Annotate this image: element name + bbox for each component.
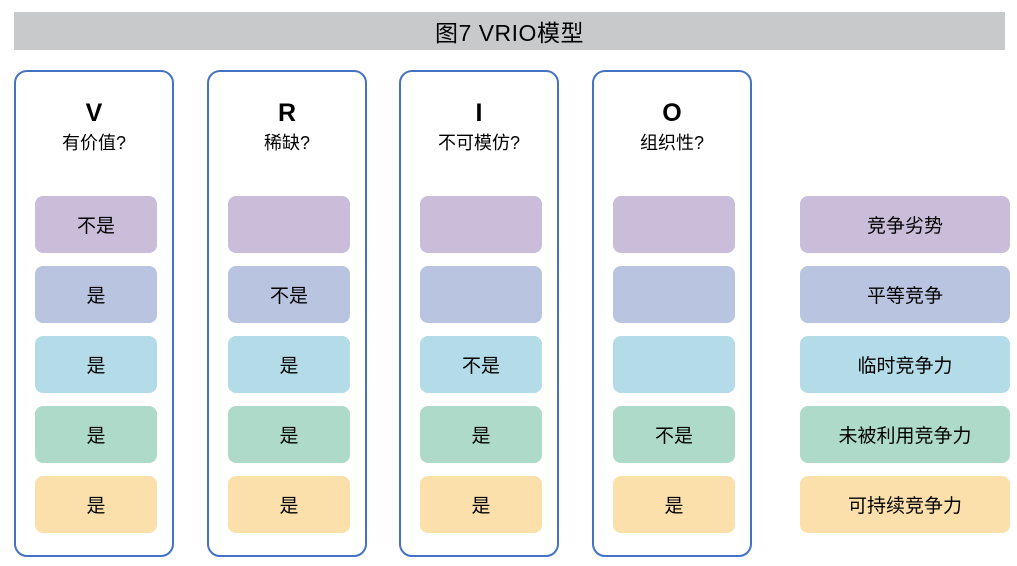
answer-cell[interactable]: 是 [35, 266, 157, 323]
cell-stack-o: 不是 是 [613, 196, 735, 533]
criteria-column-v: V 有价值? 不是 是 是 是 是 [14, 70, 174, 557]
outcome-box[interactable]: 临时竞争力 [800, 336, 1010, 393]
answer-cell[interactable] [613, 196, 735, 253]
answer-cell[interactable]: 是 [228, 406, 350, 463]
column-letter-i: I [475, 99, 483, 127]
outcome-box[interactable]: 平等竞争 [800, 266, 1010, 323]
cell-stack-r: 不是 是 是 是 [228, 196, 350, 533]
criteria-column-o: O 组织性? 不是 是 [592, 70, 752, 557]
outcome-box[interactable]: 未被利用竞争力 [800, 406, 1010, 463]
answer-cell[interactable] [228, 196, 350, 253]
answer-cell[interactable]: 是 [35, 336, 157, 393]
outcome-box[interactable]: 可持续竞争力 [800, 476, 1010, 533]
column-question-r: 稀缺? [263, 133, 310, 153]
answer-cell[interactable]: 不是 [35, 196, 157, 253]
answer-cell[interactable] [420, 196, 542, 253]
column-header-i: I 不可模仿? [401, 98, 557, 156]
column-letter-r: R [277, 99, 297, 127]
answer-cell[interactable]: 是 [420, 406, 542, 463]
answer-cell[interactable]: 不是 [613, 406, 735, 463]
column-question-v: 有价值? [61, 133, 126, 153]
column-question-i: 不可模仿? [437, 133, 520, 153]
answer-cell[interactable]: 不是 [420, 336, 542, 393]
column-header-o: O 组织性? [594, 98, 750, 156]
answer-cell[interactable]: 是 [613, 476, 735, 533]
answer-cell[interactable] [420, 266, 542, 323]
cell-stack-i: 不是 是 是 [420, 196, 542, 533]
answer-cell[interactable] [613, 266, 735, 323]
outcome-box[interactable]: 竞争劣势 [800, 196, 1010, 253]
cell-stack-v: 不是 是 是 是 是 [35, 196, 157, 533]
criteria-column-r: R 稀缺? 不是 是 是 是 [207, 70, 367, 557]
column-header-v: V 有价值? [16, 98, 172, 156]
title-banner: 图7 VRIO模型 [14, 12, 1005, 50]
answer-cell[interactable]: 是 [228, 476, 350, 533]
column-letter-o: O [662, 99, 682, 127]
page-title: 图7 VRIO模型 [435, 20, 584, 46]
criteria-column-i: I 不可模仿? 不是 是 是 [399, 70, 559, 557]
answer-cell[interactable]: 是 [228, 336, 350, 393]
answer-cell[interactable]: 是 [35, 406, 157, 463]
answer-cell[interactable] [613, 336, 735, 393]
column-question-o: 组织性? [639, 133, 704, 153]
outcome-column: 竞争劣势 平等竞争 临时竞争力 未被利用竞争力 可持续竞争力 [800, 196, 1010, 533]
answer-cell[interactable]: 是 [420, 476, 542, 533]
answer-cell[interactable]: 不是 [228, 266, 350, 323]
column-letter-v: V [85, 99, 103, 127]
column-header-r: R 稀缺? [209, 98, 365, 156]
answer-cell[interactable]: 是 [35, 476, 157, 533]
